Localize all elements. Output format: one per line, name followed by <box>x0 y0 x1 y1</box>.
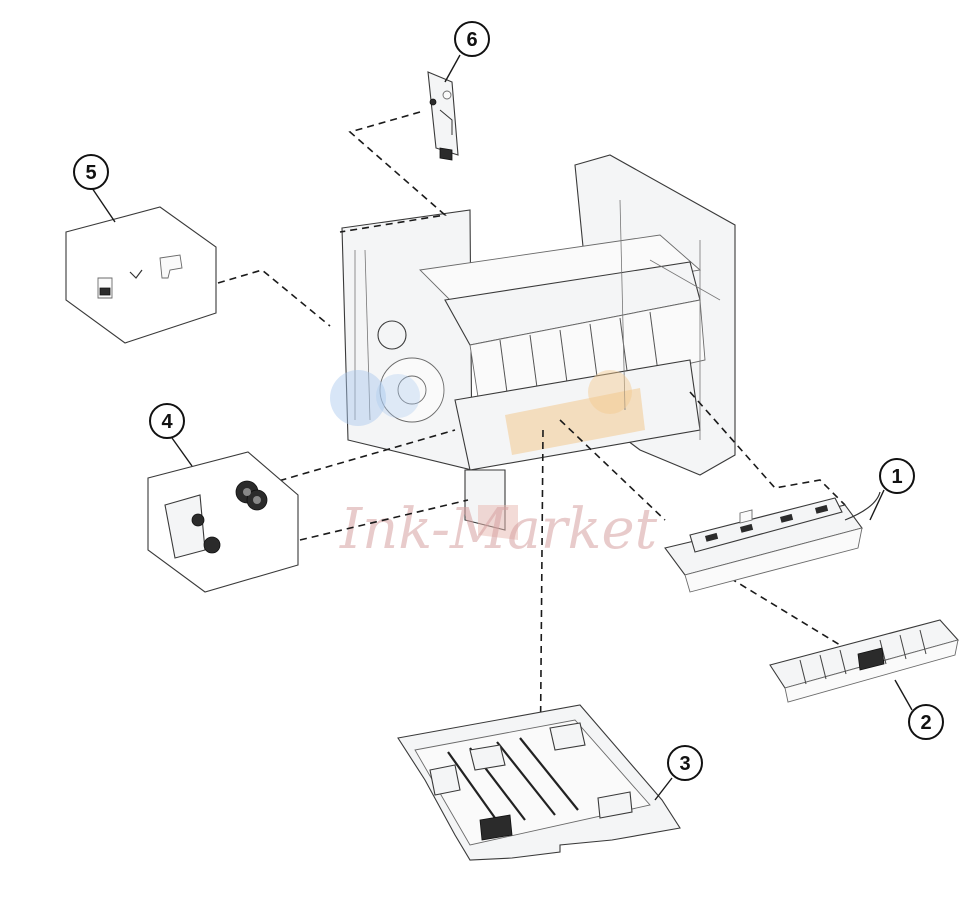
callout-3-label: 3 <box>679 753 690 775</box>
printer-frame <box>341 154 736 540</box>
callout-5-label: 5 <box>85 162 96 184</box>
watermark: Ink-Market <box>330 370 658 562</box>
callout-6: 6 <box>454 21 490 57</box>
callout-3: 3 <box>667 745 703 781</box>
part-5-kit-box <box>65 206 217 344</box>
callout-5: 5 <box>73 154 109 190</box>
callout-2: 2 <box>908 704 944 740</box>
callout-4: 4 <box>149 403 185 439</box>
callout-1-label: 1 <box>891 466 902 488</box>
watermark-text: Ink-Market <box>339 497 658 562</box>
part-1-roller-assembly <box>664 491 881 593</box>
callout-1: 1 <box>879 458 915 494</box>
callout-6-label: 6 <box>466 29 477 51</box>
part-4-gear-kit-box <box>147 451 299 593</box>
part-2-paper-guide <box>769 619 960 703</box>
callout-leaders <box>91 54 913 801</box>
part-3-base-plate <box>397 704 681 861</box>
part-6-bracket <box>427 71 459 161</box>
leader-lines <box>217 111 846 791</box>
callout-4-label: 4 <box>161 411 173 433</box>
callout-2-label: 2 <box>920 712 931 734</box>
